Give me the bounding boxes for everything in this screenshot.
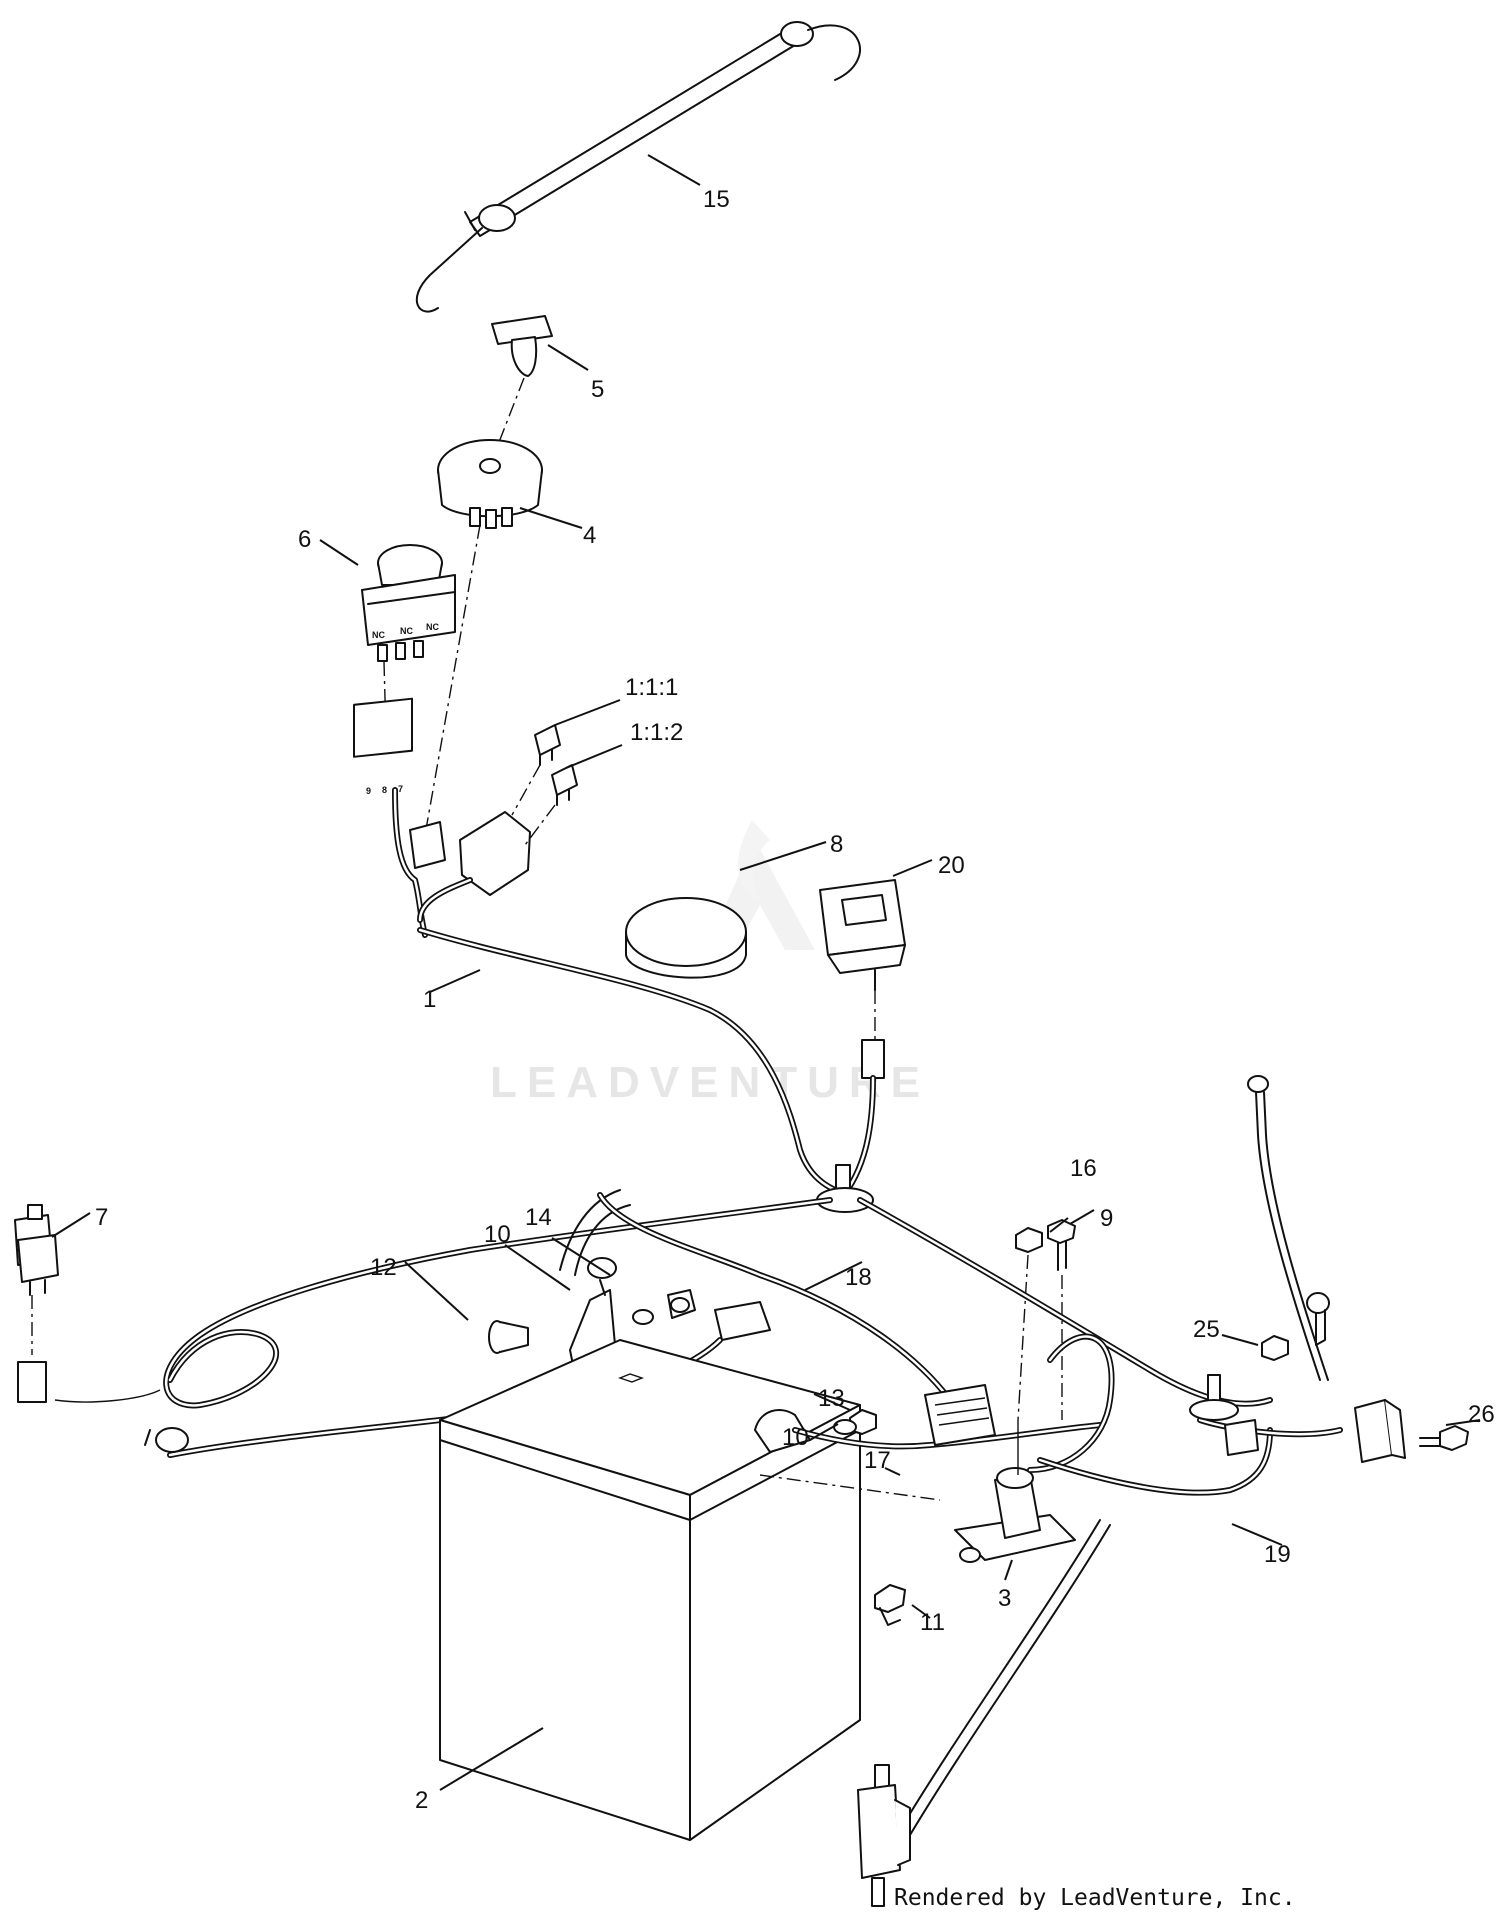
callout-11: 11 (920, 1609, 945, 1636)
main-harness: 9 8 7 (353, 697, 863, 1203)
right-connector (1354, 1399, 1406, 1463)
starter-solenoid (954, 1420, 1076, 1563)
callout-14: 14 (525, 1204, 552, 1231)
callout-13: 13 (818, 1385, 845, 1412)
pto-switch-nc-1: NC (372, 630, 385, 640)
callout-15: 15 (703, 186, 730, 213)
callout-1: 1 (423, 986, 436, 1013)
battery-cable (759, 1422, 1103, 1501)
hour-meter (819, 879, 906, 1203)
connector-pin-8: 8 (382, 785, 387, 795)
bolt-lower (874, 1584, 906, 1626)
callout-7: 7 (95, 1204, 108, 1231)
callout-12: 12 (370, 1254, 397, 1281)
callout-1-1-1: 1:1:1 (625, 674, 678, 701)
render-credit: Rendered by LeadVenture, Inc. (894, 1885, 1296, 1911)
bolt-right (1419, 1425, 1469, 1451)
ring-terminal (1306, 1292, 1330, 1346)
callout-16: 16 (1070, 1155, 1097, 1182)
callout-8: 8 (830, 831, 843, 858)
round-pad (625, 897, 747, 979)
callout-5: 5 (591, 376, 604, 403)
cable-loop (597, 1192, 953, 1403)
nut-right (1261, 1335, 1289, 1361)
battery (439, 1339, 861, 1841)
callout-2: 2 (415, 1787, 428, 1814)
pin (488, 1320, 529, 1354)
callout-4: 4 (583, 522, 596, 549)
fuse-b (524, 764, 578, 846)
callout-1-1-2: 1:1:2 (630, 719, 683, 746)
harness-clamp (816, 1164, 874, 1213)
ignition-key (491, 315, 553, 456)
connector-pin-9: 9 (366, 786, 371, 796)
nut-upper (1015, 1227, 1043, 1421)
fuse-a (511, 724, 561, 816)
bolt-upper (1047, 1219, 1076, 1420)
callout-19: 19 (1264, 1541, 1291, 1568)
right-harness (857, 1197, 1343, 1836)
multi-pin-connector (924, 1384, 996, 1446)
callout-18: 18 (845, 1264, 872, 1291)
callout-6: 6 (298, 526, 311, 553)
washer-lower (833, 1419, 857, 1435)
pto-switch: NC NC NC (361, 544, 456, 736)
relay (14, 1204, 59, 1403)
callout-10-upper: 10 (484, 1221, 511, 1248)
harness-plug (714, 1301, 771, 1341)
wing-nut (667, 1289, 696, 1319)
leader-lines (51, 154, 1481, 1791)
callout-labels: 15 5 4 6 1:1:1 1:1:2 8 20 1 7 16 9 14 10… (95, 186, 1495, 1814)
ignition-switch (424, 439, 543, 836)
callout-10-lower: 10 (782, 1424, 809, 1451)
pto-switch-nc-2: NC (400, 626, 413, 636)
washer-upper (632, 1309, 654, 1325)
seat-switch (857, 1764, 911, 1907)
callout-17: 17 (864, 1447, 891, 1474)
callout-9: 9 (1100, 1205, 1113, 1232)
hook-rod (415, 21, 861, 313)
callout-3: 3 (998, 1585, 1011, 1612)
callout-25: 25 (1193, 1316, 1220, 1343)
callout-26: 26 (1468, 1401, 1495, 1428)
watermark-text: LEADVENTURE (490, 1058, 930, 1107)
connector-pin-7: 7 (398, 784, 403, 794)
callout-20: 20 (938, 852, 965, 879)
pto-switch-nc-3: NC (426, 622, 439, 632)
